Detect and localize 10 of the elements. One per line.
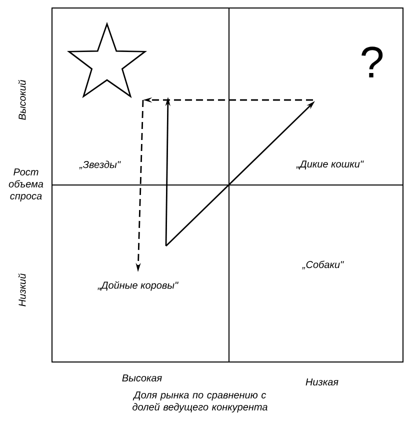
axis-title: Доля рынка по сравнению с долей ведущего конкурента: [132, 392, 268, 412]
question-mark: ?: [362, 46, 383, 78]
quadrant-cell: „Собаки": [228, 184, 404, 362]
axis-label: Низкий: [18, 274, 26, 306]
axis-label: Высокая: [122, 374, 162, 382]
quadrant-cell: „Звезды": [52, 8, 230, 186]
axis-title: Рост объема спроса: [8, 168, 44, 202]
axis-label: Высокий: [18, 80, 26, 120]
axis-label: Низкая: [306, 378, 338, 386]
quadrant-cell: „Дойные коровы": [52, 184, 230, 362]
